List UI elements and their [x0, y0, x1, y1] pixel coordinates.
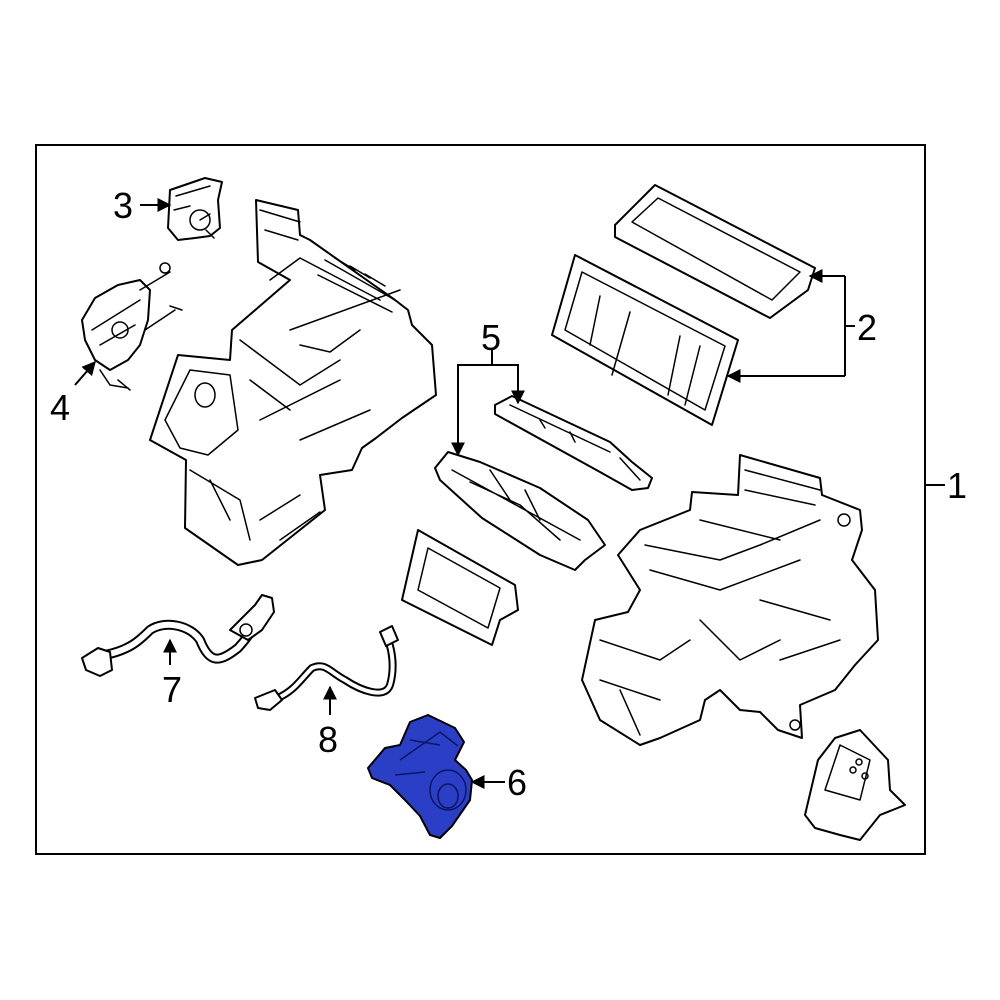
vent-duct[interactable] — [401, 529, 519, 646]
callout-1: 1 — [947, 465, 967, 506]
callout-2: 2 — [857, 307, 877, 348]
part-3-actuator[interactable] — [167, 177, 223, 241]
left-case-half[interactable] — [149, 199, 437, 566]
callout-3: 3 — [113, 185, 133, 226]
part-2-filter[interactable] — [614, 184, 816, 319]
diagram-frame — [35, 144, 926, 855]
blower-motor[interactable] — [804, 729, 906, 841]
part-8-harness[interactable] — [254, 625, 399, 711]
callout-5: 5 — [481, 317, 501, 358]
part-2-filter-housing[interactable] — [551, 254, 739, 426]
part-6-blower-housing[interactable] — [367, 714, 473, 839]
part-7-harness[interactable] — [81, 594, 275, 677]
part-4-actuator[interactable] — [81, 262, 183, 391]
right-case-half[interactable] — [581, 454, 879, 746]
callout-6: 6 — [507, 762, 527, 803]
callout-7: 7 — [162, 669, 182, 710]
part-5-door-lower[interactable] — [434, 451, 606, 571]
leader-lines — [74, 198, 945, 789]
callout-8: 8 — [318, 719, 338, 760]
callout-4: 4 — [50, 387, 70, 428]
part-5-door-upper[interactable] — [494, 395, 653, 491]
callout-labels: 3 4 2 5 1 7 8 6 — [50, 185, 967, 803]
